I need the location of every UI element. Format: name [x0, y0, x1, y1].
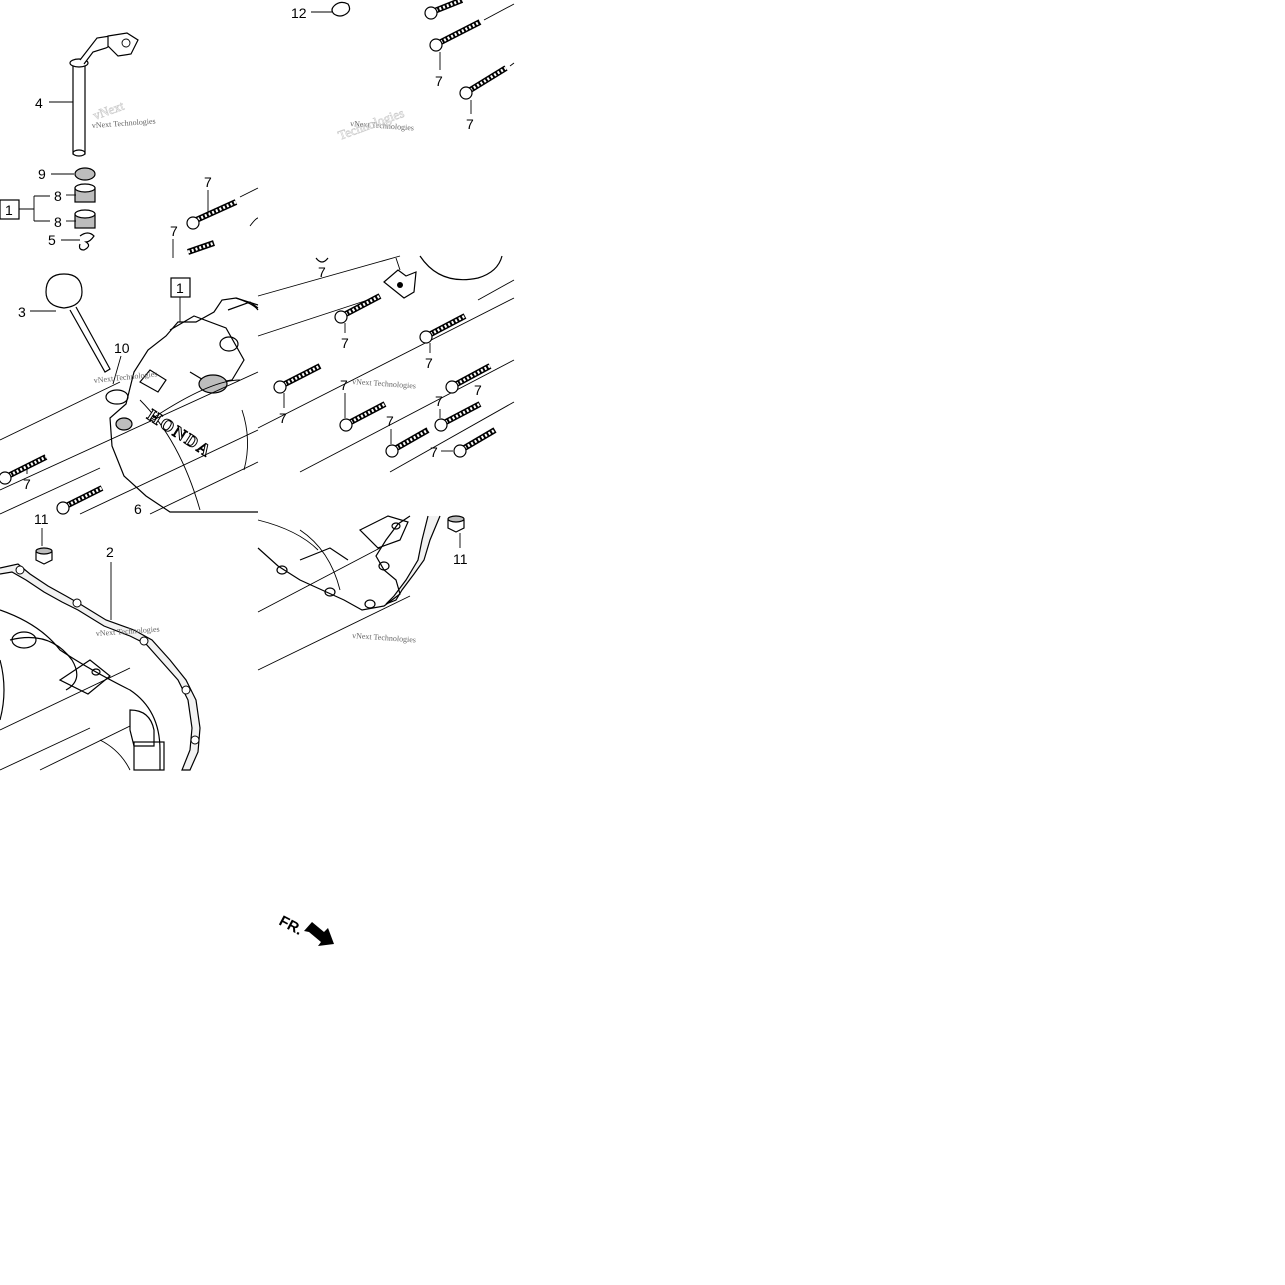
bolt-part-7 [385, 427, 430, 458]
watermark: vNext Technologies [350, 119, 414, 132]
group-box-1-mid-label: 1 [176, 280, 184, 296]
callout-9: 9 [38, 166, 46, 182]
panel-dipstick-bearings: 4 9 8 8 5 1 7 7 vNext Technologies vNext [0, 32, 259, 258]
watermark: vNext Technologies [352, 377, 416, 390]
dipstick-part-3 [45, 273, 111, 373]
dowel-part-11 [447, 515, 465, 533]
front-direction-indicator: FR. [276, 913, 334, 946]
bolt-part-7 [187, 240, 215, 255]
watermark: vNext Technologies [96, 625, 160, 638]
callout-7: 7 [318, 264, 326, 280]
bolt-part-7 [429, 19, 482, 52]
callout-11-right: 11 [453, 551, 468, 567]
panel-gasket-right: 11 vNext Technologies [257, 515, 468, 671]
oring-part-10 [105, 389, 129, 405]
callout-7: 7 [466, 116, 474, 132]
panel-gasket-left: 11 2 vNext Technologies [0, 511, 201, 771]
callout-2: 2 [106, 544, 114, 560]
group-box-1-top [0, 199, 20, 220]
callout-7: 7 [430, 444, 438, 460]
callout-7: 7 [425, 355, 433, 371]
bolt-part-7 [453, 427, 497, 458]
callout-7: 7 [435, 393, 443, 409]
bearing-part-8-upper [74, 183, 96, 203]
callout-6: 6 [134, 501, 142, 517]
front-arrow-icon [304, 922, 334, 946]
bolt-part-7 [334, 293, 382, 324]
callout-7: 7 [279, 410, 287, 426]
shaft-part-4 [69, 32, 139, 157]
watermark: vNext Technologies [352, 631, 416, 644]
bolt-part-7 [0, 454, 48, 485]
callout-3: 3 [18, 304, 26, 320]
cover-logo: HONDA [144, 405, 216, 461]
callout-5: 5 [48, 232, 56, 248]
clip-part-5 [78, 232, 95, 251]
callout-8-upper: 8 [54, 188, 62, 204]
bolt-part-7 [273, 363, 322, 394]
gasket-part-2 [0, 563, 201, 771]
watermark: vNext Technologies [92, 117, 156, 130]
callout-4: 4 [35, 95, 43, 111]
dowel-part-11 [35, 547, 53, 565]
bolt-part-7 [56, 485, 104, 515]
callout-7: 7 [435, 73, 443, 89]
bolt-part-7 [339, 401, 387, 432]
bolt-part-7 [459, 65, 508, 100]
bolt-part-7 [419, 313, 467, 344]
watermark: vNext Technologies [93, 369, 158, 385]
clutch-cover-part-1 [109, 297, 259, 513]
bolt-part-7 [434, 401, 482, 432]
group-box-1-top-label: 1 [5, 202, 13, 218]
front-direction-label: FR. [276, 913, 305, 939]
callout-7: 7 [474, 382, 482, 398]
callout-8-lower: 8 [54, 214, 62, 230]
panel-bolts-upper: 12 7 7 vNext Technologies Technologies [291, 0, 515, 143]
group-box-1-mid [170, 277, 191, 298]
callout-10: 10 [114, 340, 130, 356]
clip-part-12 [331, 1, 351, 17]
bearing-part-8-lower [74, 209, 96, 229]
washer-part-9 [74, 167, 96, 181]
callout-7: 7 [170, 223, 178, 239]
callout-12: 12 [291, 5, 307, 21]
bolt-part-7 [445, 363, 492, 394]
callout-7: 7 [204, 174, 212, 190]
callout-7: 7 [23, 476, 31, 492]
panel-bolts-middle: 7 7 7 7 7 [257, 255, 515, 473]
panel-clutch-cover: 3 10 1 HONDA [0, 273, 259, 517]
bolt-part-7 [186, 199, 238, 230]
callout-7: 7 [341, 335, 349, 351]
bolt-part-7 [424, 0, 464, 20]
callout-11-left: 11 [34, 511, 49, 527]
callout-7: 7 [340, 377, 348, 393]
callout-7: 7 [386, 413, 394, 429]
